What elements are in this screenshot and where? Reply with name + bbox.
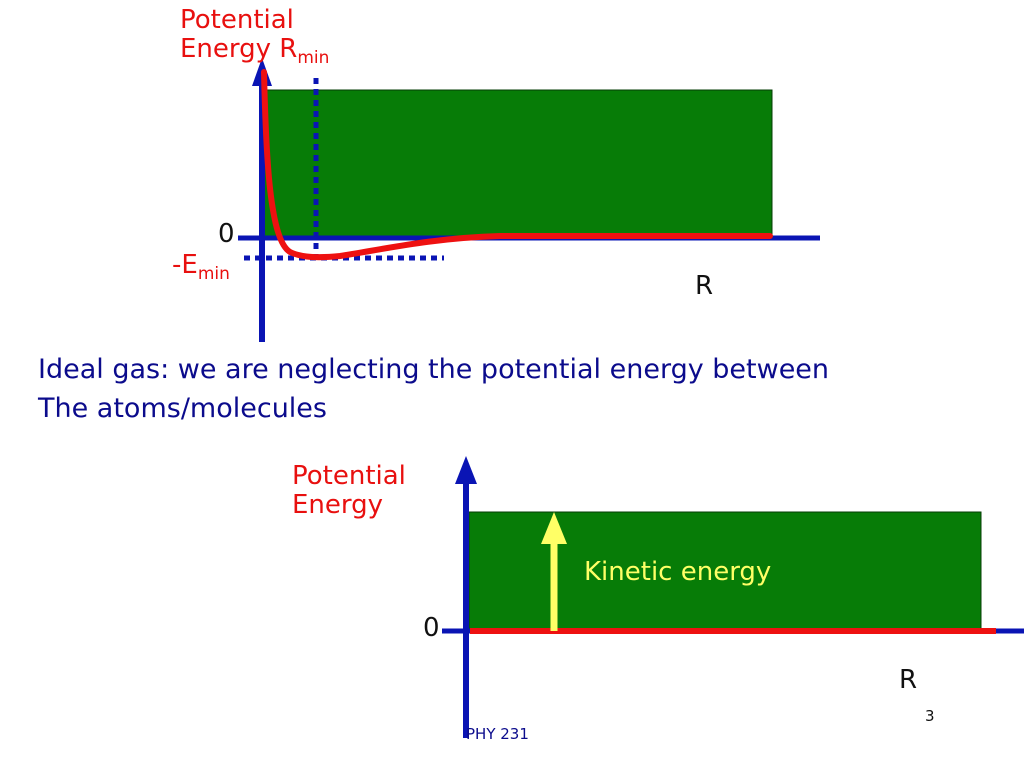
top-ylabel-line2: Energy Rmin — [180, 34, 329, 68]
kinetic-energy-label: Kinetic energy — [584, 557, 772, 587]
bottom-ylabel-line1: Potential — [292, 461, 406, 491]
top-ylabel-energy: Energy — [180, 34, 272, 65]
page-number: 3 — [925, 707, 935, 725]
emin-subscript: min — [197, 264, 230, 284]
emin-label: -Emin — [172, 250, 230, 283]
caption-line1: Ideal gas: we are neglecting the potenti… — [38, 354, 830, 385]
rmin-label: R — [279, 34, 298, 65]
top-potential-curve — [261, 69, 773, 261]
top-ylabel: Potential Energy Rmin — [180, 5, 329, 68]
bottom-ylabel: Potential Energy — [292, 461, 406, 521]
caption: Ideal gas: we are neglecting the potenti… — [38, 350, 829, 428]
emin-text: -E — [172, 250, 198, 280]
bottom-x-label: R — [899, 665, 918, 695]
bottom-y-axis-arrowhead — [455, 456, 477, 484]
rmin-subscript: min — [297, 48, 330, 69]
bottom-ylabel-line2: Energy — [292, 490, 384, 521]
kinetic-arrow-head — [541, 512, 567, 544]
top-x-label: R — [695, 271, 714, 301]
top-ylabel-line1: Potential — [180, 5, 294, 35]
bottom-zero-label: 0 — [423, 613, 440, 643]
footer-course: PHY 231 — [466, 725, 529, 743]
bottom-diagram — [442, 456, 1024, 738]
top-diagram — [238, 58, 820, 342]
caption-line2: The atoms/molecules — [38, 393, 327, 425]
top-energy-box — [261, 89, 773, 239]
top-zero-label: 0 — [218, 219, 235, 249]
